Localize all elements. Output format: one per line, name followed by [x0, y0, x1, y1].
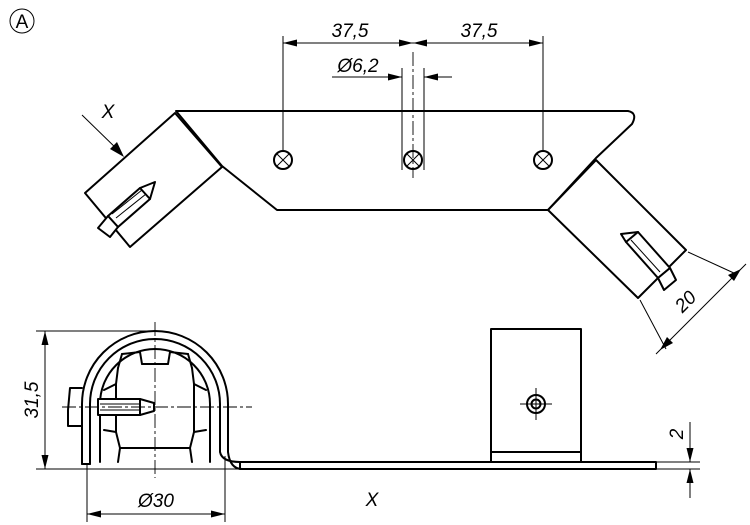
dimension-tube-diameter: Ø30	[86, 456, 226, 522]
dimension-height: 31,5	[22, 330, 240, 470]
dimension-spacing-left: 37,5	[283, 21, 413, 47]
view-marker-letter: A	[16, 12, 29, 33]
hole-left	[273, 150, 293, 170]
hole-right	[533, 150, 553, 170]
clamp-band	[81, 330, 243, 470]
base-plate	[239, 461, 657, 470]
left-pin	[97, 181, 156, 238]
dimension-tube-diameter-label: Ø30	[137, 491, 174, 512]
upright-bracket	[490, 328, 582, 463]
top-view	[84, 36, 687, 299]
view-marker: A	[9, 8, 35, 34]
front-view	[62, 322, 657, 478]
dimension-spacing-right: 37,5	[413, 21, 543, 47]
dimension-plate-thickness-label: 2	[667, 428, 688, 440]
section-label: X	[365, 490, 380, 511]
dimension-hole-diameter-label: Ø6,2	[336, 56, 379, 77]
view-direction-label: X	[101, 102, 116, 123]
dimension-height-label: 31,5	[22, 381, 43, 418]
dimension-hole-diameter: Ø6,2	[332, 56, 452, 81]
view-direction-arrow: X	[81, 102, 124, 157]
plate-outline	[175, 110, 636, 211]
dimension-plate-thickness: 2	[656, 422, 700, 498]
dimension-spacing-right-label: 37,5	[461, 21, 498, 42]
right-pin	[620, 231, 677, 291]
dimension-spacing-left-label: 37,5	[332, 21, 369, 42]
